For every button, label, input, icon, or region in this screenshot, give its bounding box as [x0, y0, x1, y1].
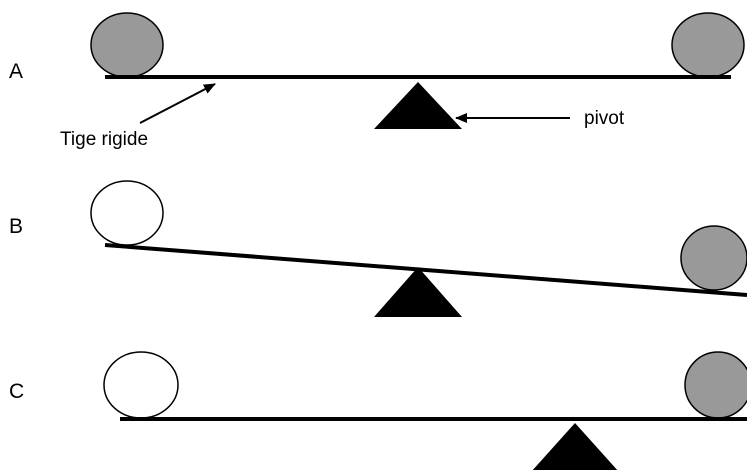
panel-letter-b: B: [9, 215, 23, 238]
panel-letter-c: C: [9, 380, 24, 403]
pivot-triangle: [374, 82, 462, 129]
pivot-triangle-offset: [532, 423, 618, 470]
pivot-label: pivot: [584, 108, 625, 129]
pivot-triangle: [374, 267, 462, 317]
right-weight-ball: [680, 225, 747, 291]
panel-c: C: [9, 351, 747, 470]
right-weight-ball: [684, 351, 747, 419]
panel-a: A Tige rigide pivot: [9, 12, 745, 150]
left-weight-ball: [90, 180, 164, 246]
panel-letter-a: A: [9, 60, 23, 83]
left-weight-ball: [90, 12, 164, 78]
panel-b: B: [9, 180, 747, 317]
rod-label-arrow: [139, 83, 216, 124]
right-weight-ball: [671, 12, 745, 78]
rigid-rod-tilted: [104, 243, 747, 297]
left-weight-ball: [103, 351, 179, 419]
rod-label: Tige rigide: [60, 129, 148, 150]
